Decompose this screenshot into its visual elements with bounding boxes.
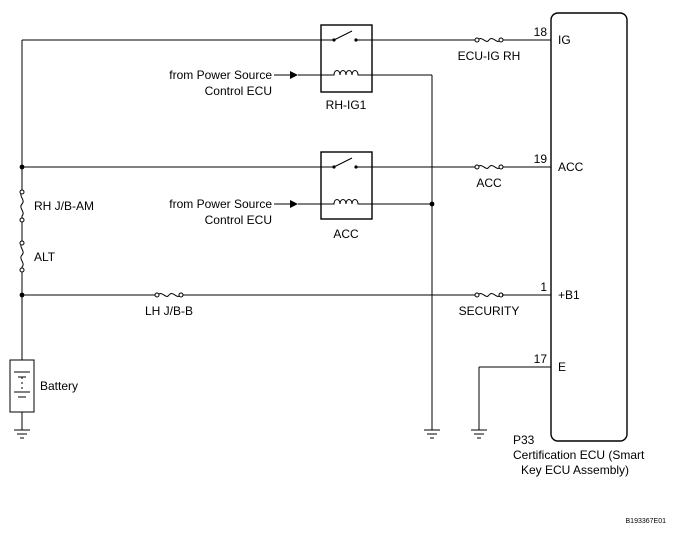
relay-acc-box: [320, 151, 373, 220]
relay-rh-ig1-label: RH-IG1: [326, 98, 367, 112]
fuse-alt-label: ALT: [34, 250, 56, 264]
ecu-code: P33: [513, 433, 535, 447]
relay-acc-coil-icon: [321, 199, 372, 205]
fuse-lh-jb-b-label: LH J/B-B: [145, 304, 193, 318]
fuse-acc-icon: [477, 165, 501, 169]
relay-rh-ig1-from-line2: Control ECU: [205, 84, 272, 98]
pin-number-b1: 1: [540, 280, 547, 294]
relay-rh-ig1-from-line1: from Power Source: [169, 68, 272, 82]
fuse-rh-jb-am-icon: [20, 191, 24, 220]
fuse-ecu-ig-rh-icon: [477, 38, 501, 42]
ecu-ground-icon: [471, 429, 487, 439]
pin-name-ig: IG: [558, 33, 571, 47]
relay-acc-from-line2: Control ECU: [205, 213, 272, 227]
pin-number-ig: 18: [534, 25, 548, 39]
relay-acc-from-line1: from Power Source: [169, 197, 272, 211]
ecu-name-line2: Key ECU Assembly): [521, 463, 629, 477]
pin-name-e: E: [558, 360, 566, 374]
fuse-security-icon: [477, 293, 501, 297]
certification-ecu-box: [550, 12, 628, 442]
fuse-lh-jb-b-icon: [157, 293, 181, 297]
figure-id: B193367E01: [626, 518, 667, 525]
battery-icon: [9, 359, 35, 413]
fuse-ecu-ig-rh-label: ECU-IG RH: [458, 49, 521, 63]
pin-name-b1: +B1: [558, 288, 580, 302]
pin-name-acc: ACC: [558, 160, 584, 174]
pin-number-acc: 19: [534, 152, 548, 166]
ecu-name-line1: Certification ECU (Smart: [513, 448, 645, 462]
fuse-security-label: SECURITY: [459, 304, 520, 318]
pin-number-e: 17: [534, 352, 548, 366]
fuse-rh-jb-am-label: RH J/B-AM: [34, 199, 94, 213]
battery-label: Battery: [40, 379, 78, 393]
relay-rh-ig1-box: [320, 24, 373, 93]
fuse-acc-label: ACC: [476, 176, 502, 190]
fuse-alt-icon: [20, 242, 24, 270]
relay-rh-ig1-coil-icon: [321, 70, 372, 76]
relay-acc-label: ACC: [333, 227, 359, 241]
battery-ground-icon: [14, 429, 30, 439]
relay-ground-icon: [424, 429, 440, 439]
